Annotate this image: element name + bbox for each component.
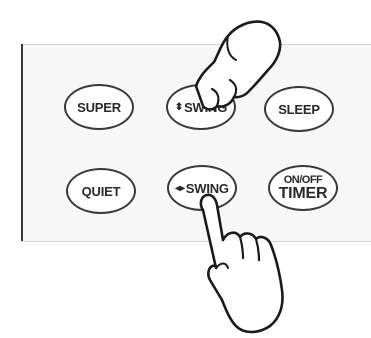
pointing-hand-icon: [0, 0, 371, 338]
remote-control-diagram: SUPER ⬍ SWING SLEEP QUIET ◂▸ SWING ON/OF…: [0, 0, 371, 338]
